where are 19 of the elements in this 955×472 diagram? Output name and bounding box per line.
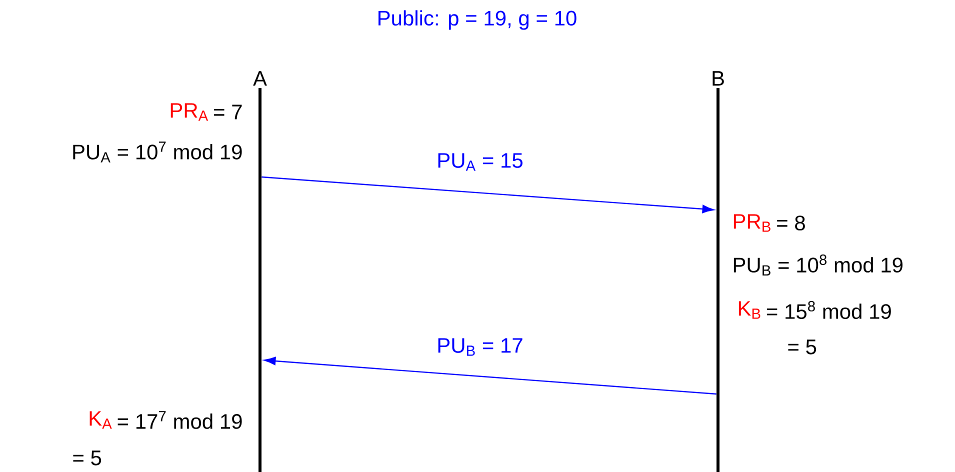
lifeline: A [253,71,267,472]
equation: K$_{A}$ [90,411,112,429]
equation: PR$_{A}$ [170,103,208,121]
node-label: A [253,71,267,86]
equation: = 17$^{7}$ mod 19 [118,411,242,429]
node-label: B [712,71,724,86]
equation: PU$_{A}$ = 10$^{7}$ mod 19 [73,142,242,162]
equation: = 5 [73,450,102,466]
equation: K$_{B}$ [738,301,760,319]
edge-label: PU$_{B}$ = 17 [438,338,522,356]
edge-label: PU$_{A}$ = 15 [438,153,522,171]
equation: = 5 [788,340,816,354]
arrow [262,176,714,214]
arrow [264,356,716,395]
lifeline: B [712,71,724,472]
equation: PU$_{B}$ = 10$^{8}$ mod 19 [734,254,902,276]
equation: = 15$^{8}$ mod 19 [766,301,891,319]
title: Public: p = 19, g = 10 [378,10,576,30]
equation: = 8 [777,216,805,230]
